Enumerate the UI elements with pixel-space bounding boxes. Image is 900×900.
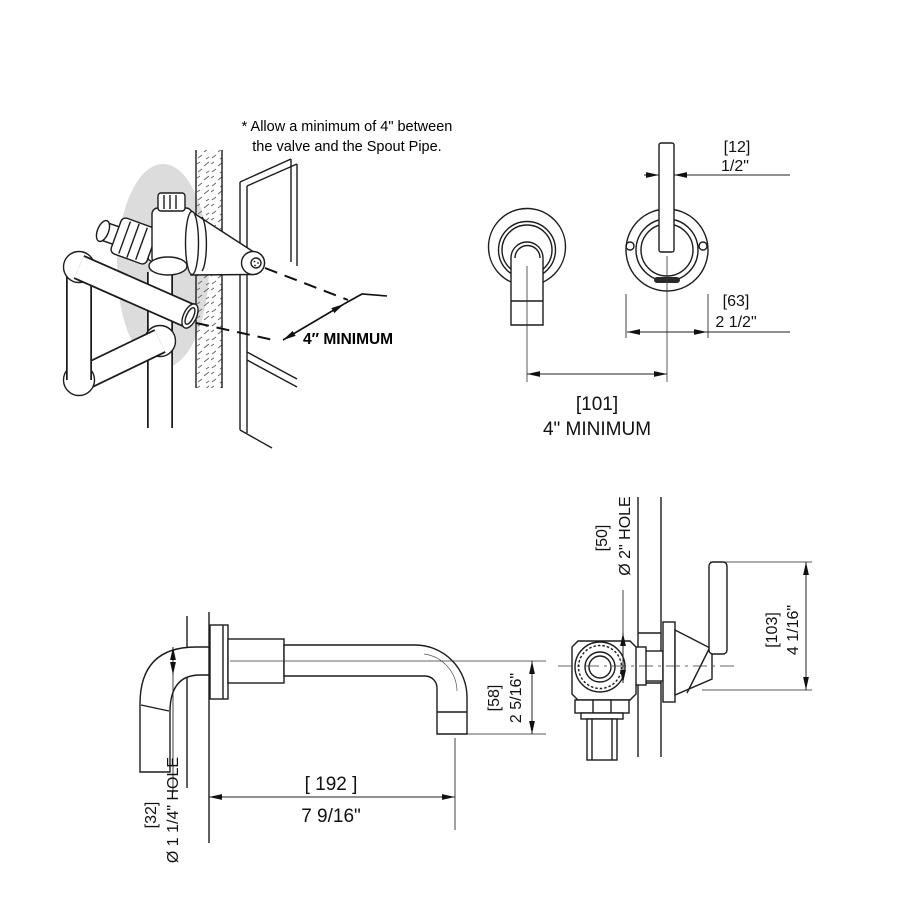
valve-escutcheon-side [662, 621, 676, 703]
spout-hole-label: Ø 1 1/4" HOLE [165, 757, 182, 863]
projection-inch: 7 9/16" [301, 806, 361, 827]
spout-hole-dimension: [32] Ø 1 1/4" HOLE [143, 647, 182, 863]
supply-elbow [139, 646, 210, 773]
valve-hole-label: Ø 2" HOLE [617, 496, 634, 575]
escutcheon-diameter-mm: [63] [723, 293, 750, 310]
handle-width-inch: 1/2" [721, 158, 749, 175]
pipe-open-end [95, 219, 111, 243]
supply-connection [574, 699, 630, 761]
valve-handle-side [708, 561, 728, 655]
spout-body [209, 624, 546, 735]
center-spacing-inch: 4" MINIMUM [543, 419, 651, 440]
valve-front-view [625, 142, 709, 382]
pipe-open-end [181, 303, 199, 329]
rough-in-valve [95, 192, 266, 276]
wall-section [637, 497, 662, 757]
wall-panel-edges [239, 158, 298, 449]
valve-height-mm: [103] [764, 612, 781, 648]
valve-trim [558, 561, 734, 703]
center-spacing-mm: [101] [576, 394, 618, 415]
valve-height-inch: 4 1/16" [785, 605, 802, 655]
projection-mm: [ 192 ] [305, 774, 358, 795]
spout-hole-mm: [32] [143, 802, 160, 829]
valve-handle-front [658, 142, 675, 253]
handle-width-mm: [12] [724, 139, 751, 156]
note-line-2: the valve and the Spout Pipe. [252, 139, 441, 155]
drop-mm: [58] [486, 685, 503, 712]
installation-note: * Allow a minimum of 4" between the valv… [242, 119, 453, 155]
drop-inch: 2 5/16" [508, 673, 525, 723]
spout-tube-side [283, 644, 468, 735]
valve-hole-mm: [50] [594, 525, 611, 552]
valve-tee-flange [148, 256, 188, 276]
spout-escutcheon-side [209, 624, 229, 700]
note-line-1: * Allow a minimum of 4" between [242, 119, 453, 135]
valve-hole-dimension: [50] Ø 2" HOLE [594, 496, 634, 683]
installation-illustration: 4″ MINIMUM [62, 150, 393, 449]
escutcheon-diameter-dimension: [63] 2 1/2" [625, 293, 790, 338]
screw-hole-left [625, 241, 635, 251]
spout-side-view: [32] Ø 1 1/4" HOLE [58] 2 5/16" [ 192 ] … [139, 612, 546, 863]
min-distance-label: 4″ MINIMUM [303, 331, 393, 348]
min-distance-callout: 4″ MINIMUM [195, 267, 393, 348]
supply-pipes [62, 250, 199, 428]
handle-width-dimension: [12] 1/2" [644, 139, 790, 178]
lever-edge [686, 644, 712, 694]
front-view: [12] 1/2" [63] 2 1/2" [101] 4" MINIMUM [487, 139, 790, 440]
valve-rough-in [571, 640, 664, 761]
valve-cap [157, 192, 186, 212]
plaster-guard [184, 210, 266, 276]
center-spacing-dimension: [101] 4" MINIMUM [527, 371, 667, 440]
screw-hole-right [698, 241, 708, 251]
projection-dimension: [ 192 ] 7 9/16" [209, 738, 456, 830]
spout-front-view [487, 207, 567, 382]
escutcheon-diameter-inch: 2 1/2" [715, 314, 756, 331]
drop-dimension: [58] 2 5/16" [467, 661, 546, 735]
valve-height-dimension: [103] 4 1/16" [702, 561, 812, 691]
valve-side-view: [50] Ø 2" HOLE [103] 4 1/16" [558, 496, 812, 761]
valve-cone [674, 628, 713, 697]
